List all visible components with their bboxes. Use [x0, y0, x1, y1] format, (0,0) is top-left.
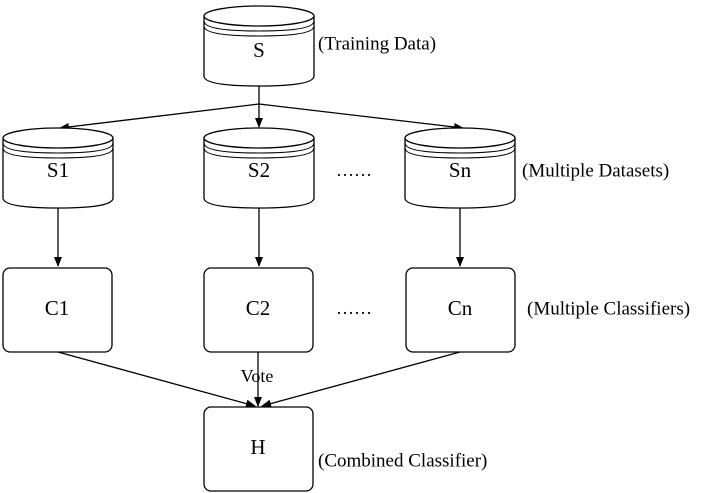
- classifier-label-cn: Cn: [448, 296, 473, 320]
- classifier-box-c2: C2: [203, 267, 314, 353]
- edge-cn-to-h: [261, 351, 461, 408]
- dataset-cylinder-sn: Sn: [404, 127, 516, 209]
- edge-s-to-sn: [258, 103, 464, 131]
- dataset-ellipsis: ……: [336, 160, 372, 180]
- dataset-label-sn: Sn: [449, 158, 472, 182]
- dataset-label-s2: S2: [248, 158, 270, 182]
- classifier-box-cn: Cn: [405, 267, 516, 353]
- vote-label: Vote: [241, 366, 274, 386]
- dataset-label-s1: S1: [47, 158, 69, 182]
- combined-classifier-box: H: [203, 406, 314, 492]
- edge-s-to-s1: [59, 103, 260, 131]
- classifier-label-c2: C2: [246, 296, 271, 320]
- classifier-ellipsis: ……: [336, 298, 372, 318]
- training-data-cylinder: S: [203, 5, 315, 87]
- classifier-box-c1: C1: [2, 267, 113, 353]
- combined-classifier-annotation: (Combined Classifier): [318, 450, 487, 471]
- datasets-annotation: (Multiple Datasets): [522, 160, 669, 181]
- edge-c1-to-h: [57, 351, 256, 408]
- classifiers-annotation: (Multiple Classifiers): [527, 298, 690, 319]
- classifier-label-c1: C1: [45, 296, 70, 320]
- dataset-cylinder-s2: S2: [203, 127, 315, 209]
- combined-classifier-label: H: [250, 435, 265, 459]
- training-data-annotation: (Training Data): [318, 33, 436, 54]
- training-data-label: S: [253, 38, 265, 62]
- dataset-cylinder-s1: S1: [2, 127, 114, 209]
